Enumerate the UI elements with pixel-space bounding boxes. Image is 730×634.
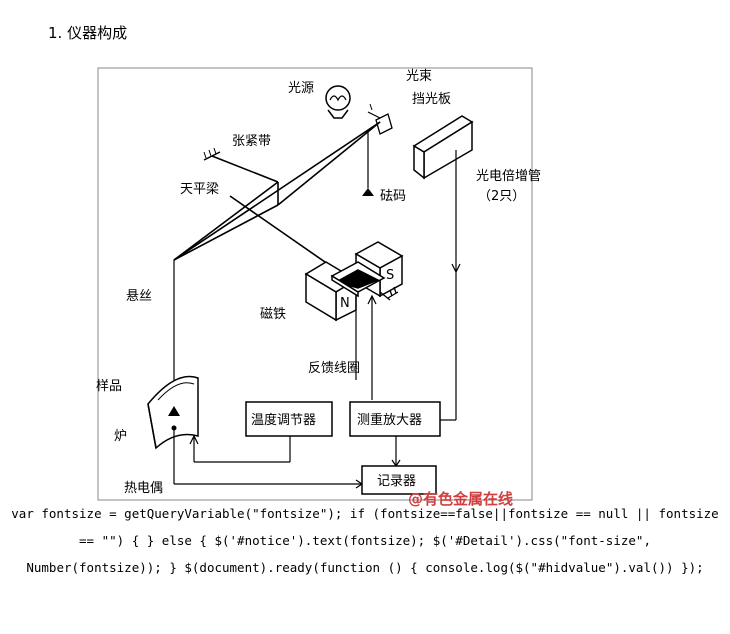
code-text: var fontsize = getQueryVariable("fontsiz… [11,506,719,575]
light-source-label: 光源 [288,81,314,96]
photomultiplier-label: 光电倍增管 [476,169,541,184]
amplifier-label: 测重放大器 [357,412,422,428]
amplifier-box [349,401,441,437]
weight-label: 砝码 [380,189,406,204]
light-source-icon [325,85,351,119]
diagram-frame [97,67,533,501]
shutter-icon [367,103,393,135]
section-heading: 1. 仪器构成 [48,24,128,42]
furnace-label: 炉 [114,429,127,444]
weight-icon [362,188,374,196]
magnet-assembly [304,241,404,322]
ground-icon [379,286,399,301]
light-beam-label: 光束 [406,69,432,84]
feedback-coil-label: 反馈线圈 [308,361,360,376]
magnet-s-label: S [386,268,394,283]
sample-label: 样品 [96,379,122,394]
recorder-label: 记录器 [377,474,416,489]
thermocouple-label: 热电偶 [124,481,163,496]
sample-icon [168,406,180,416]
recorder-box [361,465,437,495]
photomultiplier-tube [412,115,474,180]
tension-band-label: 张紧带 [232,134,271,149]
magnet-label: 磁铁 [260,307,286,322]
balance-beam-label: 天平梁 [180,182,219,197]
suspension-wire-label: 悬丝 [126,289,152,304]
photomultiplier-count-label: （2只） [478,189,525,204]
shutter-label: 挡光板 [412,92,451,107]
balance-beam [173,121,381,279]
magnet-n-label: N [340,296,350,311]
temp-regulator-label: 温度调节器 [251,412,316,428]
temp-regulator-box [245,401,333,437]
watermark: @有色金属在线 [408,490,513,508]
